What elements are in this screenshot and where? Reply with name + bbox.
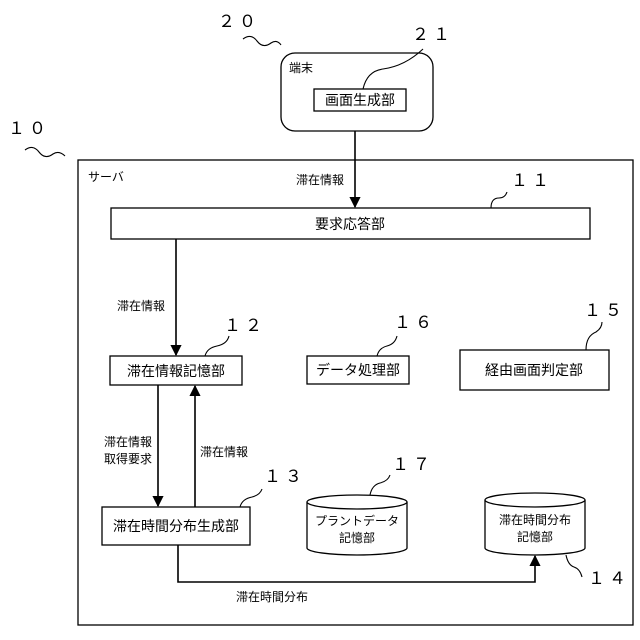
screen-gen-ref: ２１ [412,25,454,45]
flow-acquire-request-label-line1: 滞在情報 [104,435,152,449]
terminal-label: 端末 [289,61,313,75]
data-processing-label: データ処理部 [316,362,400,379]
stay-time-dist-storage-ref: １４ [588,569,630,589]
stay-info-storage-label: 滞在情報記憶部 [127,363,225,380]
flow-acquire-request-label-line2: 取得要求 [104,451,152,466]
stay-time-dist-storage-label-line2: 記憶部 [517,529,553,544]
server-ref-leader [25,147,65,156]
request-response-ref: １１ [511,171,553,191]
terminal-ref: ２０ [218,12,260,32]
server-ref: １０ [8,119,50,139]
plant-data-storage-ref: １７ [392,455,434,475]
flow-gen-to-dist-storage-label: 滞在時間分布 [236,590,308,604]
plant-data-storage-cylinder-top [307,495,407,509]
stay-time-dist-storage-label-line1: 滞在時間分布 [499,513,571,527]
request-response-label: 要求応答部 [315,216,385,233]
stay-time-dist-storage-cylinder-top [485,493,585,507]
screen-gen-label: 画面生成部 [325,93,395,109]
route-screen-judge-ref: １５ [584,301,626,321]
stay-time-dist-storage-cylinder-body [485,500,585,555]
route-screen-judge-label: 経由画面判定部 [485,363,583,379]
stay-time-dist-gen-ref: １３ [264,467,306,487]
plant-data-storage-label-line2: 記憶部 [339,530,375,545]
flow-request-to-storage-label: 滞在情報 [117,299,165,313]
stay-time-dist-gen-label: 滞在時間分布生成部 [113,519,239,535]
plant-data-storage-cylinder-body [307,502,407,555]
server-label: サーバ [88,170,124,184]
terminal-ref-leader [243,36,281,45]
plant-data-storage-label-line1: プラントデータ [315,513,399,528]
flow-terminal-to-request-label: 滞在情報 [296,173,344,187]
data-processing-ref: １６ [394,313,436,333]
stay-info-storage-ref: １２ [224,316,266,336]
flow-storage-to-gen-label: 滞在情報 [200,445,248,459]
